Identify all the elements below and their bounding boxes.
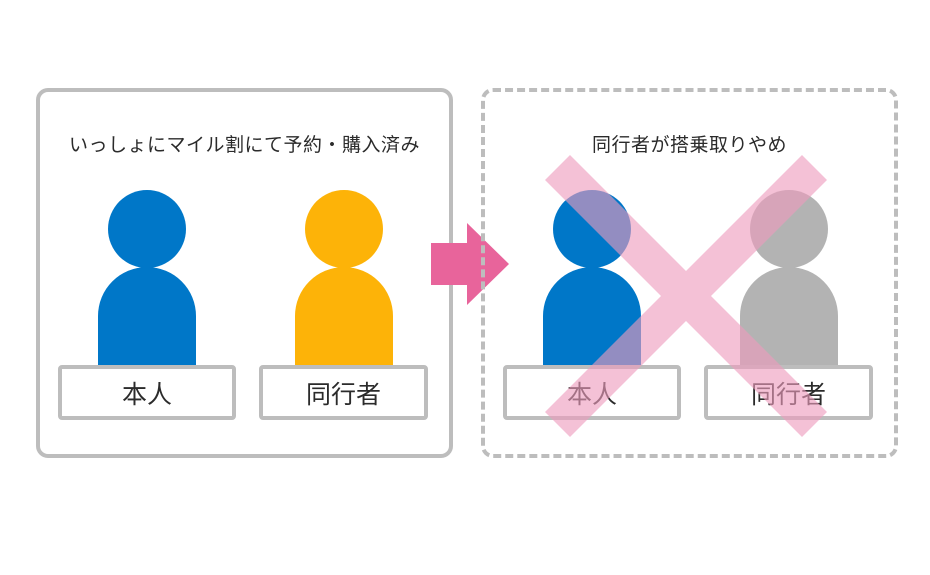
label-companion: 同行者 bbox=[704, 365, 873, 420]
cancelled-panel: 同行者が搭乗取りやめ bbox=[481, 88, 898, 458]
person-companion-icon bbox=[294, 190, 394, 368]
person-head bbox=[750, 190, 828, 268]
label-companion: 同行者 bbox=[259, 365, 428, 420]
person-head bbox=[553, 190, 631, 268]
person-head bbox=[108, 190, 186, 268]
label-self: 本人 bbox=[503, 365, 681, 420]
person-self-icon bbox=[542, 190, 642, 368]
person-companion-cancelled-icon bbox=[739, 190, 839, 368]
person-self-icon bbox=[97, 190, 197, 368]
right-arrow-icon bbox=[431, 223, 509, 305]
person-body bbox=[98, 267, 196, 368]
person-head bbox=[305, 190, 383, 268]
label-self: 本人 bbox=[58, 365, 236, 420]
cancelled-panel-title: 同行者が搭乗取りやめ bbox=[591, 134, 787, 156]
booked-panel-title: いっしょにマイル割にて予約・購入済み bbox=[68, 134, 420, 156]
person-body bbox=[543, 267, 641, 368]
person-body bbox=[295, 267, 393, 368]
person-body bbox=[740, 267, 838, 368]
